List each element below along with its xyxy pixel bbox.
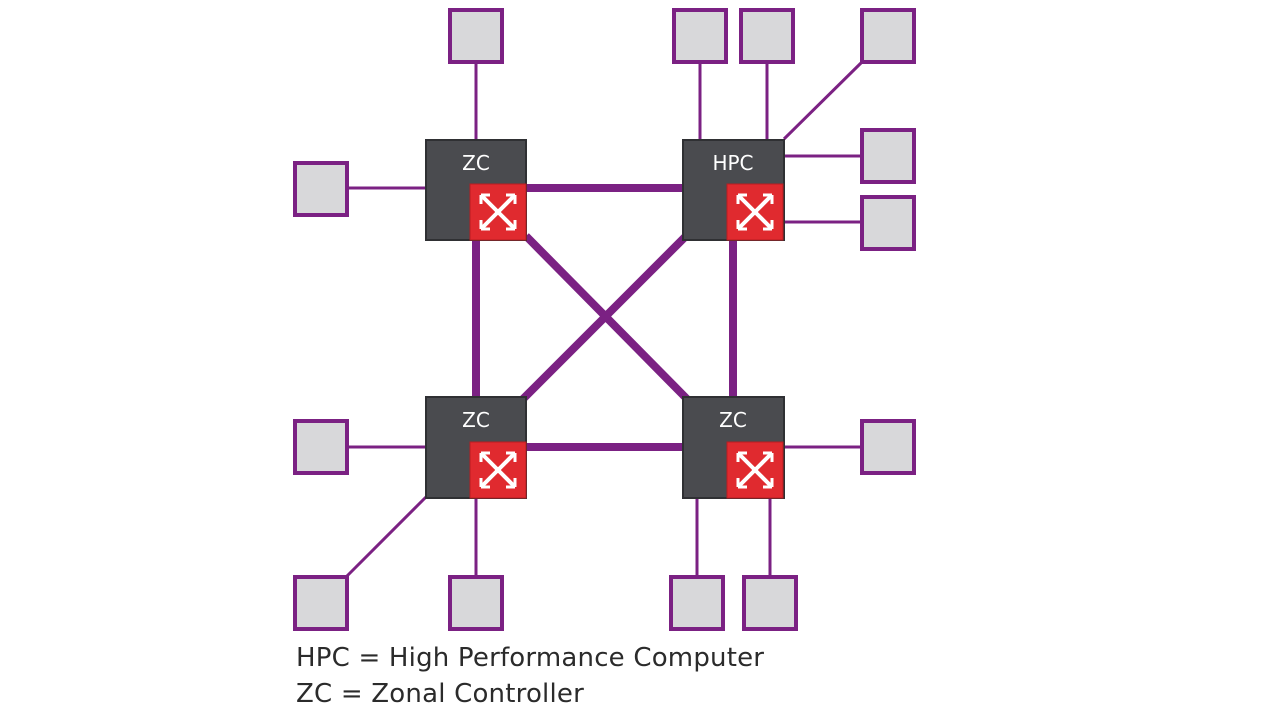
device-bottom-4 [742, 575, 798, 631]
device-right-3 [860, 419, 916, 475]
zc-bottom-left-node: ZC [425, 396, 527, 499]
switch-icon [469, 183, 527, 241]
device-right-1 [860, 128, 916, 184]
backbone-diagonal-2 [519, 233, 689, 403]
hpc-top-right-node: HPC [682, 139, 785, 241]
device-bottom-3 [669, 575, 725, 631]
zc-top-left-node: ZC [425, 139, 527, 241]
switch-icon [469, 441, 527, 499]
link-device-top-4 [782, 60, 864, 141]
legend-hpc: HPC = High Performance Computer [296, 643, 765, 673]
zc-top-left-label: ZC [462, 151, 490, 175]
devices [293, 8, 916, 631]
controllers: ZC HPC ZC ZC [425, 139, 785, 499]
switch-icon [726, 183, 784, 241]
hpc-label: HPC [712, 151, 753, 175]
device-bottom-1 [293, 575, 349, 631]
device-top-2 [672, 8, 728, 64]
device-links [345, 60, 864, 578]
device-bottom-2 [448, 575, 504, 631]
device-left-bottom [293, 419, 349, 475]
zc-bottom-left-label: ZC [462, 408, 490, 432]
device-top-3 [739, 8, 795, 64]
zc-bottom-right-node: ZC [682, 396, 785, 499]
zc-bottom-right-label: ZC [719, 408, 747, 432]
device-top-4 [860, 8, 916, 64]
switch-icon [726, 441, 784, 499]
backbone-links [472, 184, 737, 451]
device-right-2 [860, 195, 916, 251]
device-top-1 [448, 8, 504, 64]
device-left-top [293, 161, 349, 217]
legend-zc: ZC = Zonal Controller [296, 679, 584, 709]
link-device-bottom-1 [345, 495, 428, 578]
